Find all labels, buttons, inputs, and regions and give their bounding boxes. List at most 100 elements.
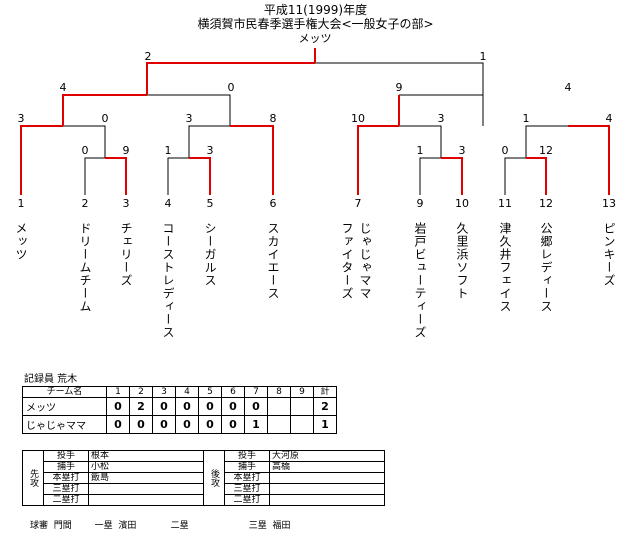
umpires-line: 球審 門間 一塁 濱田 二塁 三塁 福田 <box>30 521 291 531</box>
role-label: 投手 <box>43 450 89 462</box>
table-row: じゃじゃママ 0 0 0 0 0 0 1 1 <box>22 415 337 434</box>
role-label: 投手 <box>224 450 270 462</box>
total-cell: 1 <box>313 415 337 434</box>
seed-number: 10 <box>455 197 469 210</box>
role-label: 捕手 <box>43 461 89 473</box>
row-team: じゃじゃママ <box>22 415 107 434</box>
score: 9 <box>396 81 403 94</box>
run-cell: 0 <box>175 415 199 434</box>
role-label: 本塁打 <box>43 472 89 484</box>
run-cell: 2 <box>129 397 153 416</box>
total-cell: 2 <box>313 397 337 416</box>
run-cell <box>290 397 314 416</box>
score: 4 <box>565 81 572 94</box>
player-name <box>269 472 385 484</box>
second-side-label: 後攻 <box>203 450 225 506</box>
team-name: メッツ <box>14 222 28 261</box>
table-row: メッツ 0 2 0 0 0 0 0 2 <box>22 397 337 416</box>
team-name: 久里浜ソフト <box>455 222 469 300</box>
score: 0 <box>102 112 109 125</box>
score: 3 <box>438 112 445 125</box>
first-side-label: 先攻 <box>22 450 44 506</box>
run-cell: 0 <box>106 397 130 416</box>
run-cell <box>290 415 314 434</box>
seed-number: 3 <box>123 197 130 210</box>
player-name <box>269 483 385 495</box>
team-name: スカイエース <box>266 222 280 300</box>
battery-table: 先攻 投手 根本 後攻 投手 大河原 捕手 小松 捕手 高橋 本塁打 飯島 本塁… <box>22 450 385 506</box>
score: 0 <box>228 81 235 94</box>
row-team: メッツ <box>22 397 107 416</box>
team-name: ファイターズ <box>340 222 354 300</box>
table-row: 二塁打 二塁打 <box>23 494 385 506</box>
player-name: 大河原 <box>269 450 385 462</box>
inning-header: 6 <box>221 386 245 398</box>
run-cell: 0 <box>175 397 199 416</box>
team-name: 岩戸ビューティーズ <box>413 222 427 339</box>
role-label: 二塁打 <box>224 494 270 506</box>
team-name: ピンキーズ <box>602 222 616 287</box>
score: 1 <box>417 144 424 157</box>
seed-number: 13 <box>602 197 616 210</box>
player-name <box>88 483 204 495</box>
team-name: シーガルス <box>203 222 217 287</box>
seed-number: 2 <box>82 197 89 210</box>
player-name: 飯島 <box>88 472 204 484</box>
score: 4 <box>60 81 67 94</box>
seed-number: 7 <box>355 197 362 210</box>
run-cell: 0 <box>106 415 130 434</box>
team-name: ドリームチーム <box>78 222 92 313</box>
total-header: 計 <box>313 386 337 398</box>
champion-label: メッツ <box>299 32 332 45</box>
title-line2: 横須賀市民春季選手権大会<一般女子の部> <box>197 17 434 31</box>
linescore-table: チーム名 1 2 3 4 5 6 7 8 9 計 メッツ 0 2 0 0 0 0… <box>22 386 337 434</box>
role-label: 二塁打 <box>43 494 89 506</box>
score: 3 <box>459 144 466 157</box>
run-cell <box>267 415 291 434</box>
team-name: 公郷レディース <box>539 222 553 313</box>
run-cell: 0 <box>129 415 153 434</box>
seed-number: 4 <box>165 197 172 210</box>
final-score-left: 2 <box>145 50 152 63</box>
run-cell: 0 <box>152 415 176 434</box>
score: 1 <box>523 112 530 125</box>
role-label: 捕手 <box>224 461 270 473</box>
player-name: 根本 <box>88 450 204 462</box>
player-name <box>269 494 385 506</box>
score: 3 <box>18 112 25 125</box>
final-score-right: 1 <box>480 50 487 63</box>
seed-number: 12 <box>539 197 553 210</box>
header-team: チーム名 <box>22 386 107 398</box>
player-name: 高橋 <box>269 461 385 473</box>
seed-number: 1 <box>18 197 25 210</box>
inning-header: 3 <box>152 386 176 398</box>
score: 0 <box>502 144 509 157</box>
inning-header: 2 <box>129 386 153 398</box>
inning-header: 7 <box>244 386 268 398</box>
score: 0 <box>82 144 89 157</box>
score: 4 <box>606 112 613 125</box>
seed-number: 11 <box>498 197 512 210</box>
inning-header: 8 <box>267 386 291 398</box>
run-cell: 1 <box>244 415 268 434</box>
role-label: 三塁打 <box>224 483 270 495</box>
seed-number: 9 <box>417 197 424 210</box>
run-cell <box>267 397 291 416</box>
score: 8 <box>270 112 277 125</box>
run-cell: 0 <box>221 415 245 434</box>
table-row: 捕手 小松 捕手 高橋 <box>23 461 385 473</box>
score: 3 <box>207 144 214 157</box>
run-cell: 0 <box>198 397 222 416</box>
player-name: 小松 <box>88 461 204 473</box>
score: 9 <box>123 144 130 157</box>
run-cell: 0 <box>221 397 245 416</box>
seed-number: 5 <box>207 197 214 210</box>
score: 10 <box>351 112 365 125</box>
team-name: チェリーズ <box>119 222 133 287</box>
inning-header: 9 <box>290 386 314 398</box>
title-line1: 平成11(1999)年度 <box>263 3 368 17</box>
inning-header: 4 <box>175 386 199 398</box>
team-name: じゃじゃママ <box>358 222 372 300</box>
team-name: コーストレディース <box>161 222 175 339</box>
role-label: 三塁打 <box>43 483 89 495</box>
